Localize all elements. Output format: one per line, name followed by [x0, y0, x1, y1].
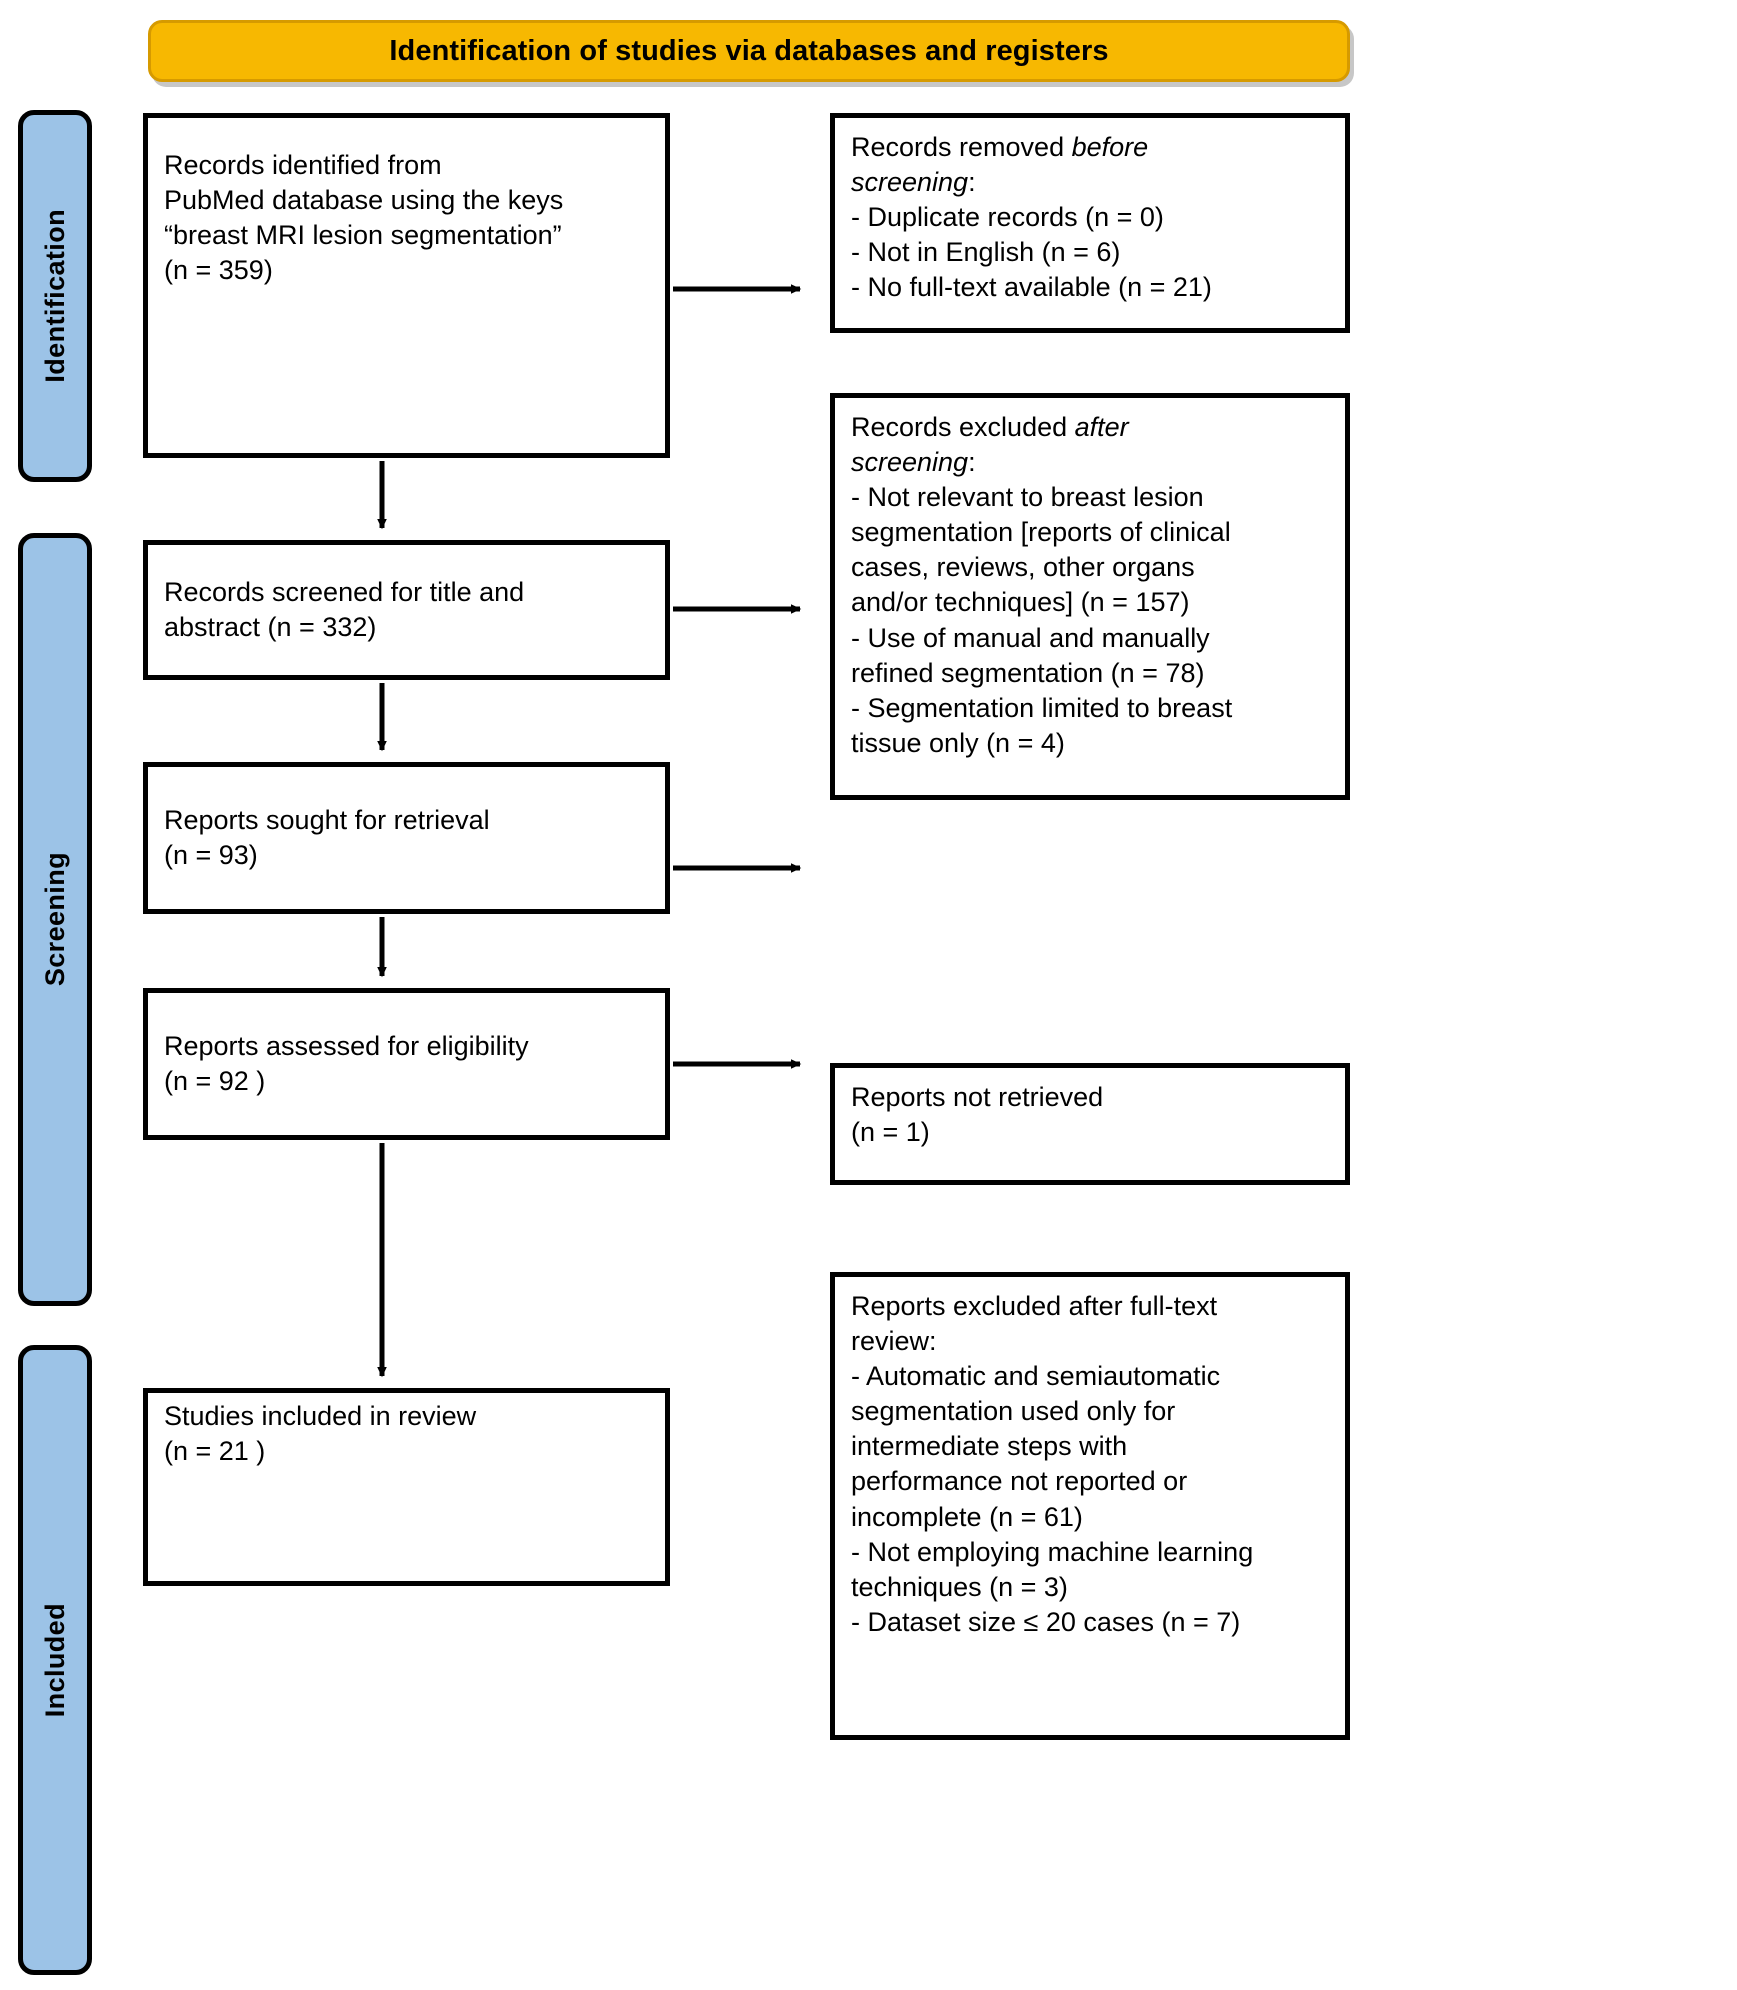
page-title: Identification of studies via databases … [389, 34, 1109, 67]
box-reports-excluded-fulltext-text: Reports excluded after full-text review:… [851, 1291, 1254, 1637]
stage-label-screening: Screening [18, 533, 92, 1306]
box-studies-included: Studies included in review (n = 21 ) [143, 1388, 670, 1586]
records-removed-lead: Records removed [851, 132, 1072, 162]
records-excluded-italic-screening: screening [851, 447, 969, 478]
box-records-screened: Records screened for title and abstract … [143, 540, 670, 680]
stage-label-included: Included [18, 1345, 92, 1975]
box-records-identified: Records identified from PubMed database … [143, 113, 670, 458]
records-excluded-lead: Records excluded [851, 412, 1075, 442]
records-removed-body: : - Duplicate records (n = 0) - Not in E… [851, 167, 1212, 303]
stage-label-included-text: Included [39, 1602, 70, 1718]
box-reports-not-retrieved-text: Reports not retrieved (n = 1) [851, 1082, 1104, 1148]
stage-label-identification-text: Identification [39, 209, 70, 383]
box-records-identified-text: Records identified from PubMed database … [164, 150, 564, 286]
stage-label-identification: Identification [18, 110, 92, 482]
box-records-screened-text: Records screened for title and abstract … [164, 576, 525, 642]
box-reports-assessed: Reports assessed for eligibility (n = 92… [143, 988, 670, 1140]
records-excluded-italic-after: after [1074, 412, 1129, 442]
records-removed-italic-screening: screening [851, 167, 969, 198]
records-removed-italic-before: before [1071, 132, 1149, 162]
box-records-excluded-text: Records excluded after screening: - Not r… [851, 410, 1329, 761]
box-records-removed-text: Records removed before screening: - Dupli… [851, 130, 1329, 305]
box-reports-sought: Reports sought for retrieval (n = 93) [143, 762, 670, 914]
box-reports-sought-text: Reports sought for retrieval (n = 93) [164, 804, 490, 870]
box-records-excluded-after-screening: Records excluded after screening: - Not r… [830, 393, 1350, 800]
box-records-removed-before-screening: Records removed before screening: - Dupli… [830, 113, 1350, 333]
box-studies-included-text: Studies included in review (n = 21 ) [164, 1401, 477, 1467]
header-banner: Identification of studies via databases … [148, 20, 1350, 82]
box-reports-excluded-fulltext: Reports excluded after full-text review:… [830, 1272, 1350, 1740]
stage-label-screening-text: Screening [39, 852, 70, 987]
box-reports-assessed-text: Reports assessed for eligibility (n = 92… [164, 1030, 529, 1096]
box-reports-not-retrieved: Reports not retrieved (n = 1) [830, 1063, 1350, 1185]
records-excluded-body: : - Not relevant to breast lesion segmen… [851, 447, 1233, 758]
